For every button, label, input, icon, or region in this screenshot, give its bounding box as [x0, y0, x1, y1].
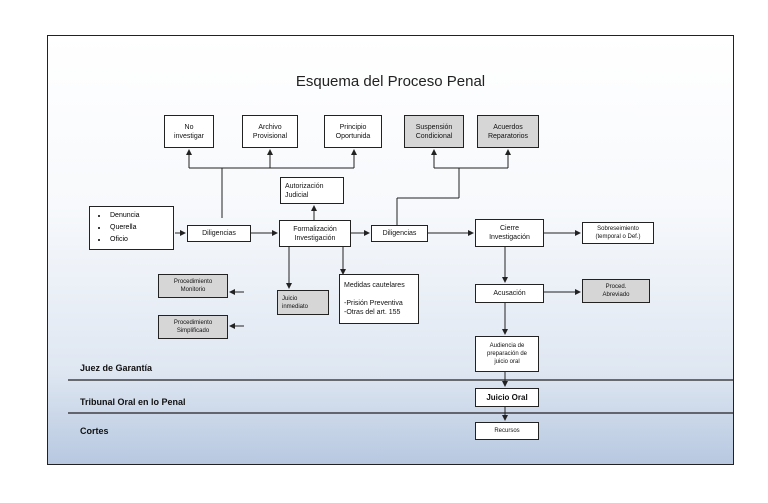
- no-investigar-box: No investigar: [164, 115, 214, 148]
- inicio-item: Oficio: [108, 234, 173, 246]
- inicio-item: Denuncia: [108, 210, 173, 222]
- formalizacion-box: Formalización Investigación: [279, 220, 351, 247]
- autorizacion-judicial-box: Autorización Judicial: [280, 177, 344, 204]
- cierre-investigacion-box: Cierre Investigación: [475, 219, 544, 247]
- principio-oportunidad-box: Principio Oportunida: [324, 115, 382, 148]
- connector-lines: [68, 149, 733, 421]
- medidas-cautelares-box: Medidas cautelares -Prisión Preventiva -…: [339, 274, 419, 324]
- procedimiento-simplificado-box: Procedimiento Simplificado: [158, 315, 228, 339]
- suspension-condicional-box: Suspensión Condicional: [404, 115, 464, 148]
- sobreseimiento-box: Sobreseimiento (temporal o Def.): [582, 222, 654, 244]
- zone-cortes: Cortes: [80, 426, 109, 436]
- audiencia-preparacion-box: Audiencia de preparación de juicio oral: [475, 336, 539, 372]
- zone-juez-garantia: Juez de Garantía: [80, 363, 153, 373]
- recursos-box: Recursos: [475, 422, 539, 440]
- juicio-oral-box: Juicio Oral: [475, 388, 539, 407]
- acuerdos-reparatorios-box: Acuerdos Reparatorios: [477, 115, 539, 148]
- zone-tribunal-oral: Tribunal Oral en lo Penal: [80, 397, 186, 407]
- diligencias-box: Diligencias: [371, 225, 428, 242]
- proced-abreviado-box: Proced. Abreviado: [582, 279, 650, 303]
- archivo-provisional-box: Archivo Provisional: [242, 115, 298, 148]
- inicio-item: Querella: [108, 222, 173, 234]
- diligencias-box: Diligencias: [187, 225, 251, 242]
- diagram-title: Esquema del Proceso Penal: [295, 73, 486, 90]
- procedimiento-monitorio-box: Procedimiento Monitorio: [158, 274, 228, 298]
- diagram-frame: Esquema del Proceso Penal: [47, 35, 734, 465]
- inicio-list: Denuncia Querella Oficio: [89, 206, 174, 250]
- juicio-inmediato-box: Juicio inmediato: [277, 290, 329, 315]
- acusacion-box: Acusación: [475, 284, 544, 303]
